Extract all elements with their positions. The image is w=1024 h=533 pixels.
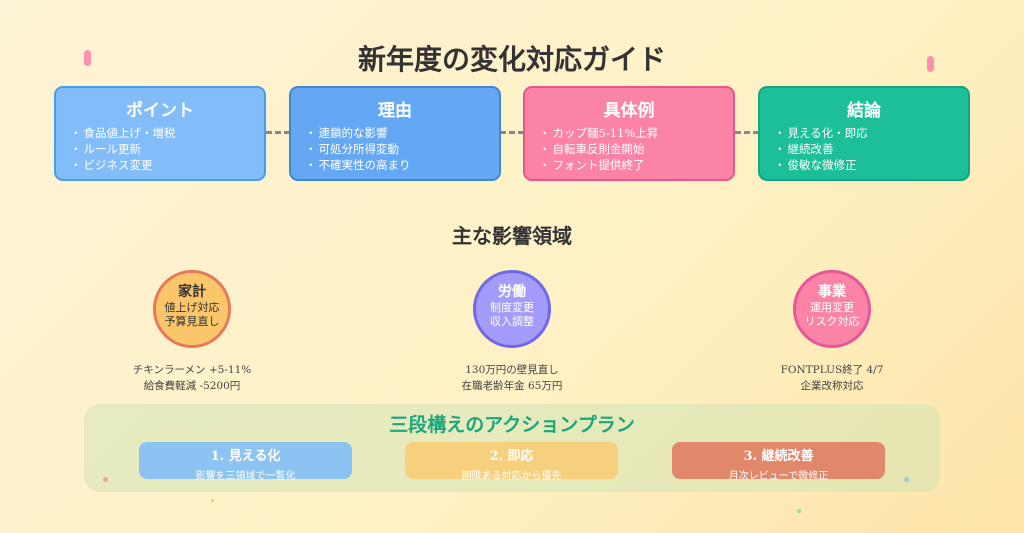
area-line: 収入調整 (490, 315, 534, 328)
area-caption: チキンラーメン +5-11% 給食費軽減 -5200円 (82, 362, 302, 394)
sparkle-decoration (84, 50, 91, 66)
area-title: 家計 (178, 284, 206, 300)
card-item: 食品値上げ・増税 (70, 125, 250, 141)
area-line: 運用変更 (810, 301, 854, 314)
step-desc: 月次レビューで微修正 (728, 471, 829, 482)
card-item: 不確実性の高まり (305, 157, 485, 173)
page-title: 新年度の変化対応ガイド (357, 43, 666, 76)
card-item: 見える化・即応 (774, 125, 954, 141)
action-plan-title: 三段構えのアクションプラン (389, 414, 635, 436)
caption-line: 企業改称対応 (800, 380, 864, 392)
dot-decoration (103, 477, 108, 482)
section-title: 主な影響領域 (452, 224, 572, 248)
area-household: 家計値上げ対応予算見直し (153, 270, 231, 348)
sparkle-decoration (927, 56, 934, 72)
step-respond: 2. 即応期限ある対応から優先 (405, 442, 618, 482)
card-item: ルール更新 (70, 141, 250, 157)
caption-line: FONTPLUS終了 4/7 (780, 364, 884, 376)
card-title: 具体例 (603, 101, 655, 121)
step-visualize: 1. 見える化影響を三領域で一覧化 (139, 442, 352, 482)
card-title: 理由 (378, 101, 412, 121)
area-caption: FONTPLUS終了 4/7 企業改称対応 (722, 362, 942, 394)
area-line: 制度変更 (490, 301, 534, 314)
card-item: 自転車反則金開始 (539, 141, 719, 157)
card-example: 具体例 カップ麺5-11%上昇自転車反則金開始フォント提供終了 (523, 86, 735, 181)
connector (266, 131, 290, 134)
card-item: カップ麺5-11%上昇 (539, 125, 719, 141)
card-item: 可処分所得変動 (305, 141, 485, 157)
card-item: 連鎖的な影響 (305, 125, 485, 141)
connector (500, 131, 524, 134)
dot-decoration (904, 477, 909, 482)
card-conclusion: 結論 見える化・即応継続改善俊敏な微修正 (758, 86, 970, 181)
card-point: ポイント 食品値上げ・増税ルール更新ビジネス変更 (54, 86, 266, 181)
step-desc: 影響を三領域で一覧化 (195, 471, 296, 482)
area-line: 値上げ対応 (164, 301, 220, 314)
caption-line: 在職老齢年金 65万円 (461, 380, 563, 392)
dot-decoration (211, 499, 214, 502)
step-title: 1. 見える化 (210, 449, 281, 464)
area-line: リスク対応 (804, 315, 860, 328)
caption-line: チキンラーメン +5-11% (132, 364, 252, 376)
connector (735, 131, 759, 134)
card-title: 結論 (847, 101, 881, 121)
dot-decoration (797, 509, 801, 513)
card-item: フォント提供終了 (539, 157, 719, 173)
area-labor: 労働制度変更収入調整 (473, 270, 551, 348)
card-item: ビジネス変更 (70, 157, 250, 173)
card-reason: 理由 連鎖的な影響可処分所得変動不確実性の高まり (289, 86, 501, 181)
step-title: 2. 即応 (489, 449, 534, 464)
caption-line: 給食費軽減 -5200円 (143, 380, 241, 392)
card-item: 継続改善 (774, 141, 954, 157)
caption-line: 130万円の壁見直し (465, 364, 559, 376)
step-title: 3. 継続改善 (743, 449, 814, 464)
card-title: ポイント (126, 101, 194, 121)
area-title: 労働 (498, 284, 526, 300)
area-line: 予算見直し (164, 315, 220, 328)
area-caption: 130万円の壁見直し在職老齢年金 65万円 (402, 362, 622, 394)
step-improve: 3. 継続改善月次レビューで微修正 (672, 442, 885, 482)
area-business: 事業運用変更リスク対応 (793, 270, 871, 348)
step-desc: 期限ある対応から優先 (461, 471, 562, 482)
area-title: 事業 (818, 284, 846, 300)
card-item: 俊敏な微修正 (774, 157, 954, 173)
